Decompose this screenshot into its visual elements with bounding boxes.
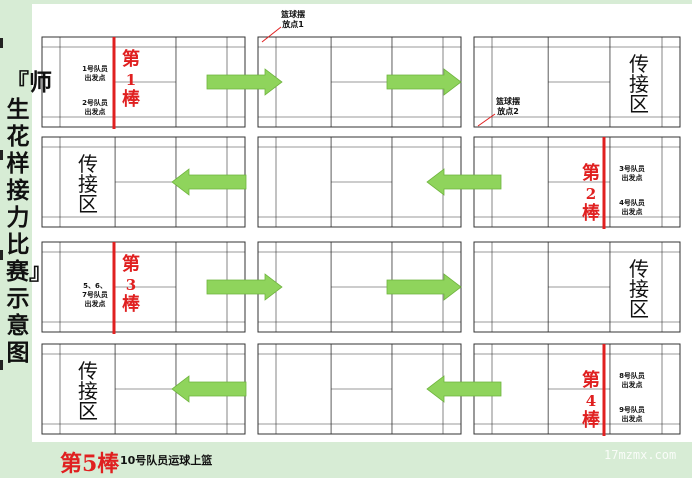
handoff-zone-char: 传 (629, 257, 649, 281)
edge-marker (0, 250, 3, 260)
start-point-label: 出发点 (622, 173, 643, 182)
handoff-zone-char: 接 (78, 172, 98, 196)
court-rows: 第1棒传接区1号队员出发点2号队员出发点篮球摆放点1篮球摆放点2第2棒传接区3号… (0, 9, 681, 436)
direction-arrow (171, 375, 247, 403)
ball-point-pointer (261, 26, 282, 43)
start-point-label: 7号队员 (82, 290, 108, 299)
ball-point-pointer (477, 113, 496, 127)
paper-background (32, 4, 692, 442)
edge-marker (0, 150, 3, 160)
start-point-label: 4号队员 (619, 198, 645, 207)
start-point-label: 出发点 (85, 73, 106, 82)
direction-arrow (426, 375, 502, 403)
baton-label-char: 第 (122, 253, 140, 275)
start-point-label: 出发点 (622, 414, 643, 423)
edge-marker (0, 360, 3, 370)
footer-description: 10号队员运球上篮 (120, 454, 213, 467)
handoff-zone-char: 接 (629, 277, 649, 301)
handoff-zone-char: 传 (629, 52, 649, 76)
ball-point-label: 篮球摆 (280, 9, 305, 19)
direction-arrow (386, 273, 462, 301)
start-point-label: 1号队员 (82, 64, 108, 73)
start-point-label: 3号队员 (619, 164, 645, 173)
start-point-label: 8号队员 (619, 371, 645, 380)
start-point-label: 出发点 (85, 107, 106, 116)
baton-label-char: 第 (122, 48, 140, 70)
direction-arrow (206, 68, 283, 96)
direction-arrow (426, 168, 502, 196)
baton-label-char: 1 (126, 71, 136, 89)
edge-marker (0, 38, 3, 48)
direction-arrow (386, 68, 462, 96)
baton-label-char: 2 (586, 185, 596, 203)
handoff-zone-char: 区 (78, 192, 98, 216)
handoff-zone-char: 区 (629, 297, 649, 321)
baton-label-char: 第 (582, 369, 600, 391)
baton-label-char: 棒 (582, 409, 601, 431)
ball-point-label: 放点1 (281, 19, 304, 29)
handoff-zone-char: 区 (629, 92, 649, 116)
start-point-label: 出发点 (622, 207, 643, 216)
ball-point-label: 放点2 (496, 106, 519, 116)
baton-label-char: 棒 (122, 88, 141, 110)
start-point-label: 9号队员 (619, 405, 645, 414)
baton-label-char: 3 (126, 276, 136, 294)
baton-label-char: 棒 (122, 293, 141, 315)
handoff-zone-char: 区 (78, 399, 98, 423)
vertical-title: 『师生花样接力比赛』示意图 (6, 70, 52, 366)
direction-arrow (206, 273, 283, 301)
start-point-label: 出发点 (85, 299, 106, 308)
start-point-label: 2号队员 (82, 98, 108, 107)
ball-point-label: 篮球摆 (495, 96, 520, 106)
direction-arrow (171, 168, 247, 196)
watermark: 17mzmx.com (604, 448, 677, 462)
footer-baton-label: 第5棒 (60, 451, 120, 477)
start-point-label: 出发点 (622, 380, 643, 389)
baton-label-char: 第 (582, 162, 600, 184)
baton-label-char: 4 (586, 392, 596, 410)
baton-label-char: 棒 (582, 202, 601, 224)
court-panel (473, 36, 681, 128)
handoff-zone-char: 接 (629, 72, 649, 96)
court-panel (473, 241, 681, 333)
handoff-zone-char: 传 (78, 359, 98, 383)
start-point-label: 5、6、 (83, 282, 107, 290)
handoff-zone-char: 传 (78, 152, 98, 176)
handoff-zone-char: 接 (78, 379, 98, 403)
